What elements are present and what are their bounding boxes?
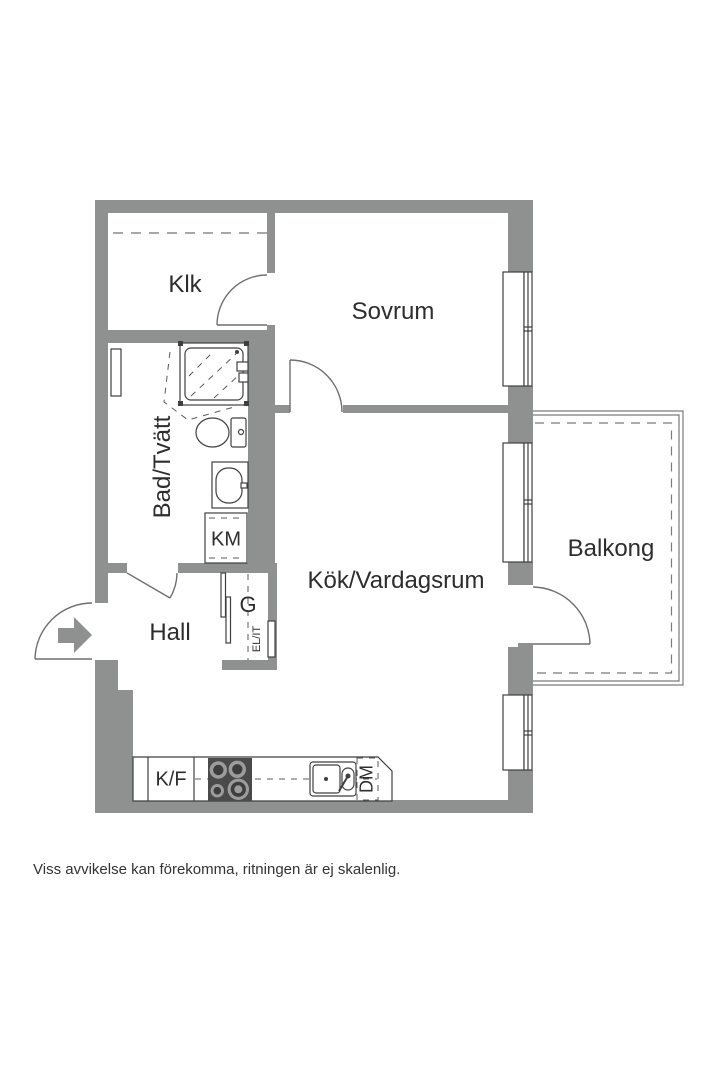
room-label-bad-tvatt: Bad/Tvätt — [149, 415, 176, 519]
room-label-balkong: Balkong — [567, 535, 655, 562]
entrance-arrow-icon — [58, 617, 92, 653]
kitchen-counter — [132, 756, 393, 802]
wall-bottom — [95, 800, 533, 813]
shower — [163, 341, 249, 421]
wall-right-b — [508, 386, 533, 443]
room-label-hall: Hall — [149, 619, 191, 646]
walls — [95, 200, 533, 813]
wall-hall-stub-left — [108, 563, 127, 573]
toilet — [195, 417, 247, 448]
wall-left-below-entrance — [95, 660, 118, 693]
wall-top — [95, 200, 533, 213]
bathroom-door — [126, 572, 178, 599]
bathroom-fixtures — [110, 341, 249, 564]
wall-left-upper — [95, 200, 108, 603]
sovrum-door — [289, 359, 343, 413]
fixture-label-el-it: EL/IT — [251, 625, 263, 653]
balcony-door-jamb-bottom — [518, 643, 533, 652]
kitchen-sink — [309, 761, 357, 797]
wall-g-bottom — [222, 660, 277, 670]
fixture-label-kf: K/F — [155, 768, 187, 791]
room-label-klk: Klk — [168, 271, 202, 298]
balcony-door — [532, 586, 591, 645]
wall-right-a — [508, 200, 533, 272]
sliding-door-panel — [225, 596, 232, 644]
balcony-door-jamb-top — [518, 577, 533, 585]
wall-hall-top — [178, 563, 277, 573]
wall-bath-right — [248, 343, 275, 565]
fixture-label-km: KM — [211, 528, 241, 551]
room-label-kok-vardagsrum: Kök/Vardagsrum — [307, 567, 485, 594]
wall-right-d — [508, 647, 533, 695]
hall-wardrobe — [220, 572, 276, 660]
room-label-sovrum: Sovrum — [351, 298, 435, 325]
disclaimer-text: Viss avvikelse kan förekomma, ritningen … — [33, 861, 401, 878]
balcony-outline — [533, 410, 684, 686]
sliding-door-panel — [220, 572, 227, 618]
fixture-label-dm: DM — [356, 765, 377, 793]
sovrum-window — [502, 271, 533, 387]
washing-machine — [204, 512, 248, 564]
wall-klk-right — [267, 213, 275, 273]
dishwasher — [356, 757, 379, 801]
wall-sovrum-main — [343, 405, 508, 413]
kok-window-upper — [502, 442, 533, 563]
doors — [34, 274, 591, 660]
wall-left-lower — [95, 690, 133, 813]
bathroom-sink — [211, 461, 249, 509]
el-it-panel — [267, 620, 276, 658]
wall-sovrum-stub — [265, 405, 290, 413]
fixture-label-g: G — [239, 592, 257, 617]
entrance-door — [34, 602, 93, 660]
klk-door — [216, 274, 268, 326]
stove — [208, 758, 252, 801]
wall-klk-bottom — [108, 330, 275, 343]
wall-right-e — [508, 770, 533, 813]
kok-window-lower — [502, 694, 533, 771]
windows — [502, 271, 533, 771]
radiator — [110, 348, 122, 397]
